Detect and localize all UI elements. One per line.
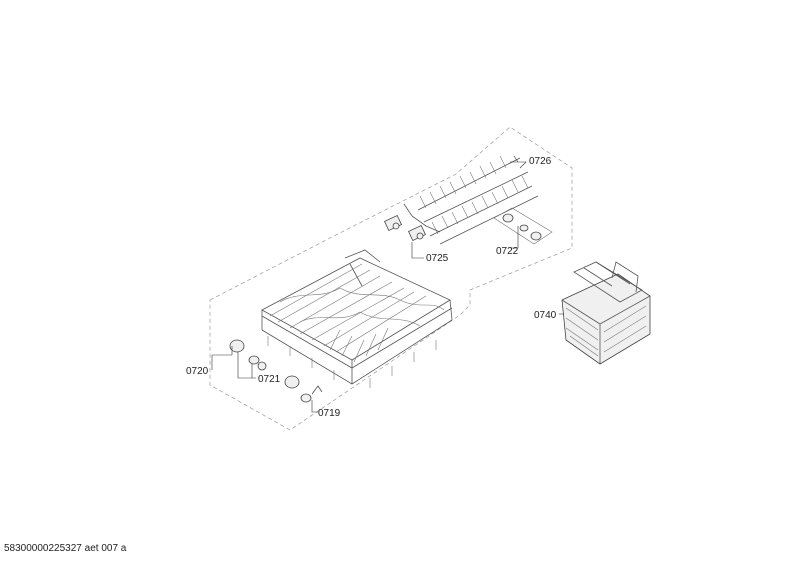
document-code: 58300000225327 aet 007 a (4, 543, 127, 554)
basket-wheels (229, 339, 300, 389)
lower-basket (261, 249, 453, 388)
rack-clips (384, 214, 426, 242)
callout-0720: 0720 (186, 366, 209, 377)
callout-0725: 0725 (426, 253, 449, 264)
cutlery-basket (561, 261, 651, 365)
callout-0722: 0722 (496, 246, 519, 257)
callout-0726: 0726 (529, 156, 552, 167)
rack-rollers (493, 207, 553, 245)
callout-0740: 0740 (534, 310, 557, 321)
callout-0719: 0719 (318, 408, 341, 419)
callout-0721: 0721 (258, 374, 281, 385)
assembly-boundary (209, 126, 573, 431)
leader-lines (211, 155, 564, 413)
basket-clip (300, 385, 323, 403)
upper-rack (403, 155, 539, 245)
